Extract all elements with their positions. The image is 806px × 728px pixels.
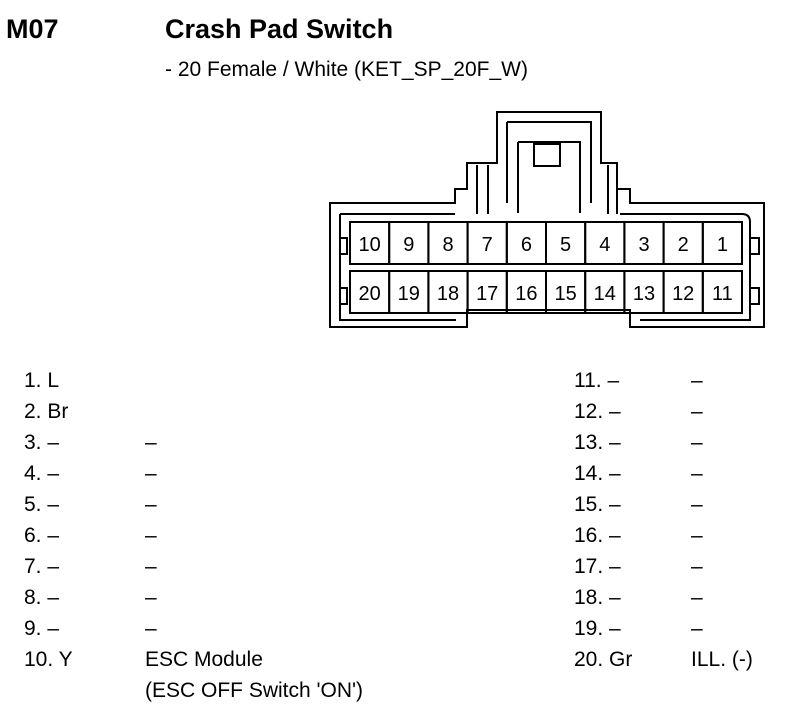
pin-cell (701, 221, 743, 265)
pin-description: – (145, 524, 157, 547)
pin-number: 10. Y (24, 648, 73, 671)
pin-number: 14. – (574, 462, 621, 485)
pin-description: ILL. (-) (691, 648, 753, 671)
pin-number: 17. – (574, 555, 621, 578)
pin-description: ESC Module (145, 648, 263, 671)
pin-cell-label: 2 (678, 234, 689, 256)
pin-cell-label: 6 (521, 234, 532, 256)
pin-cell-label: 16 (515, 283, 537, 305)
pin-description-note: (ESC OFF Switch 'ON') (145, 679, 364, 702)
pin-number: 12. – (574, 400, 621, 423)
pin-number: 9. – (24, 617, 60, 640)
pin-description: – (145, 555, 157, 578)
pin-number: 20. Gr (574, 648, 633, 671)
pin-cell-label: 20 (358, 283, 380, 305)
pin-cell-label: 1 (717, 234, 728, 256)
pin-cell-label: 19 (398, 283, 420, 305)
pin-cell-label: 5 (560, 234, 571, 256)
pin-cell-label: 13 (633, 283, 655, 305)
pin-cell-label: 11 (712, 283, 733, 305)
pin-description: – (691, 524, 703, 547)
pin-row: 17. – – (574, 552, 806, 582)
pin-description: – (691, 493, 703, 516)
pin-cell-label: 14 (594, 283, 616, 305)
pin-number: 4. – (24, 462, 60, 485)
pin-description: – (691, 555, 703, 578)
pin-row: 18. – – (574, 583, 806, 613)
connector-title: Crash Pad Switch (165, 14, 394, 44)
pin-number: 19. – (574, 617, 621, 640)
pin-row: 20. Gr ILL. (-) (574, 645, 806, 675)
pin-row: 5. – – (24, 490, 324, 520)
pin-number: 11. – (574, 369, 620, 392)
pin-number: 7. – (24, 555, 60, 578)
pin-number: 18. – (574, 586, 621, 609)
connector-outline (329, 111, 765, 328)
pin-row: 14. – – (574, 459, 806, 489)
pin-cell-label: 7 (482, 234, 493, 256)
pin-description: – (691, 431, 703, 454)
pin-description: – (691, 586, 703, 609)
pin-row: 8. – – (24, 583, 324, 613)
pin-cell (701, 270, 743, 314)
pin-description: – (691, 369, 703, 392)
pin-row: 16. – – (574, 521, 806, 551)
pin-row: 19. – – (574, 614, 806, 644)
pin-cell-label: 4 (599, 234, 610, 256)
pin-row: 9. – – (24, 614, 324, 644)
pin-description: – (691, 617, 703, 640)
pin-cell-label: 17 (476, 283, 498, 305)
pin-row: 12. – – (574, 397, 806, 427)
pin-cell-label: 18 (437, 283, 459, 305)
connector-subtitle: - 20 Female / White (KET_SP_20F_W) (165, 58, 528, 81)
pin-number: 16. – (574, 524, 621, 547)
pin-row: 6. – – (24, 521, 324, 551)
pin-row: 15. – – (574, 490, 806, 520)
pin-description: – (145, 431, 157, 454)
pin-description: – (691, 400, 703, 423)
pin-cell-label: 12 (672, 283, 694, 305)
pin-description: – (145, 462, 157, 485)
pin-row: 3. – – (24, 428, 324, 458)
pin-cell-label: 9 (403, 234, 414, 256)
pin-row: 7. – – (24, 552, 324, 582)
pin-cell-label: 8 (442, 234, 453, 256)
pin-cell-label: 15 (554, 283, 576, 305)
pin-row: 2. Br (24, 397, 324, 427)
pin-row: 11. – – (574, 366, 806, 396)
pin-description: – (145, 493, 157, 516)
pin-number: 8. – (24, 586, 60, 609)
pin-number: 5. – (24, 493, 60, 516)
pin-number: 1. L (24, 369, 60, 392)
pin-row: 4. – – (24, 459, 324, 489)
pin-number: 2. Br (24, 400, 69, 423)
pin-number: 15. – (574, 493, 621, 516)
pin-row: 1. L (24, 366, 324, 396)
pin-number: 13. – (574, 431, 621, 454)
pin-description: – (691, 462, 703, 485)
pin-number: 3. – (24, 431, 60, 454)
connector-code: M07 (6, 14, 59, 44)
pin-row: 10. Y ESC Module (ESC OFF Switch 'ON') (24, 645, 363, 702)
pin-number: 6. – (24, 524, 60, 547)
pin-description: – (145, 586, 157, 609)
pin-cell-label: 10 (358, 234, 380, 256)
pin-row: 13. – – (574, 428, 806, 458)
pin-cell-label: 3 (638, 234, 649, 256)
pin-description: – (145, 617, 157, 640)
